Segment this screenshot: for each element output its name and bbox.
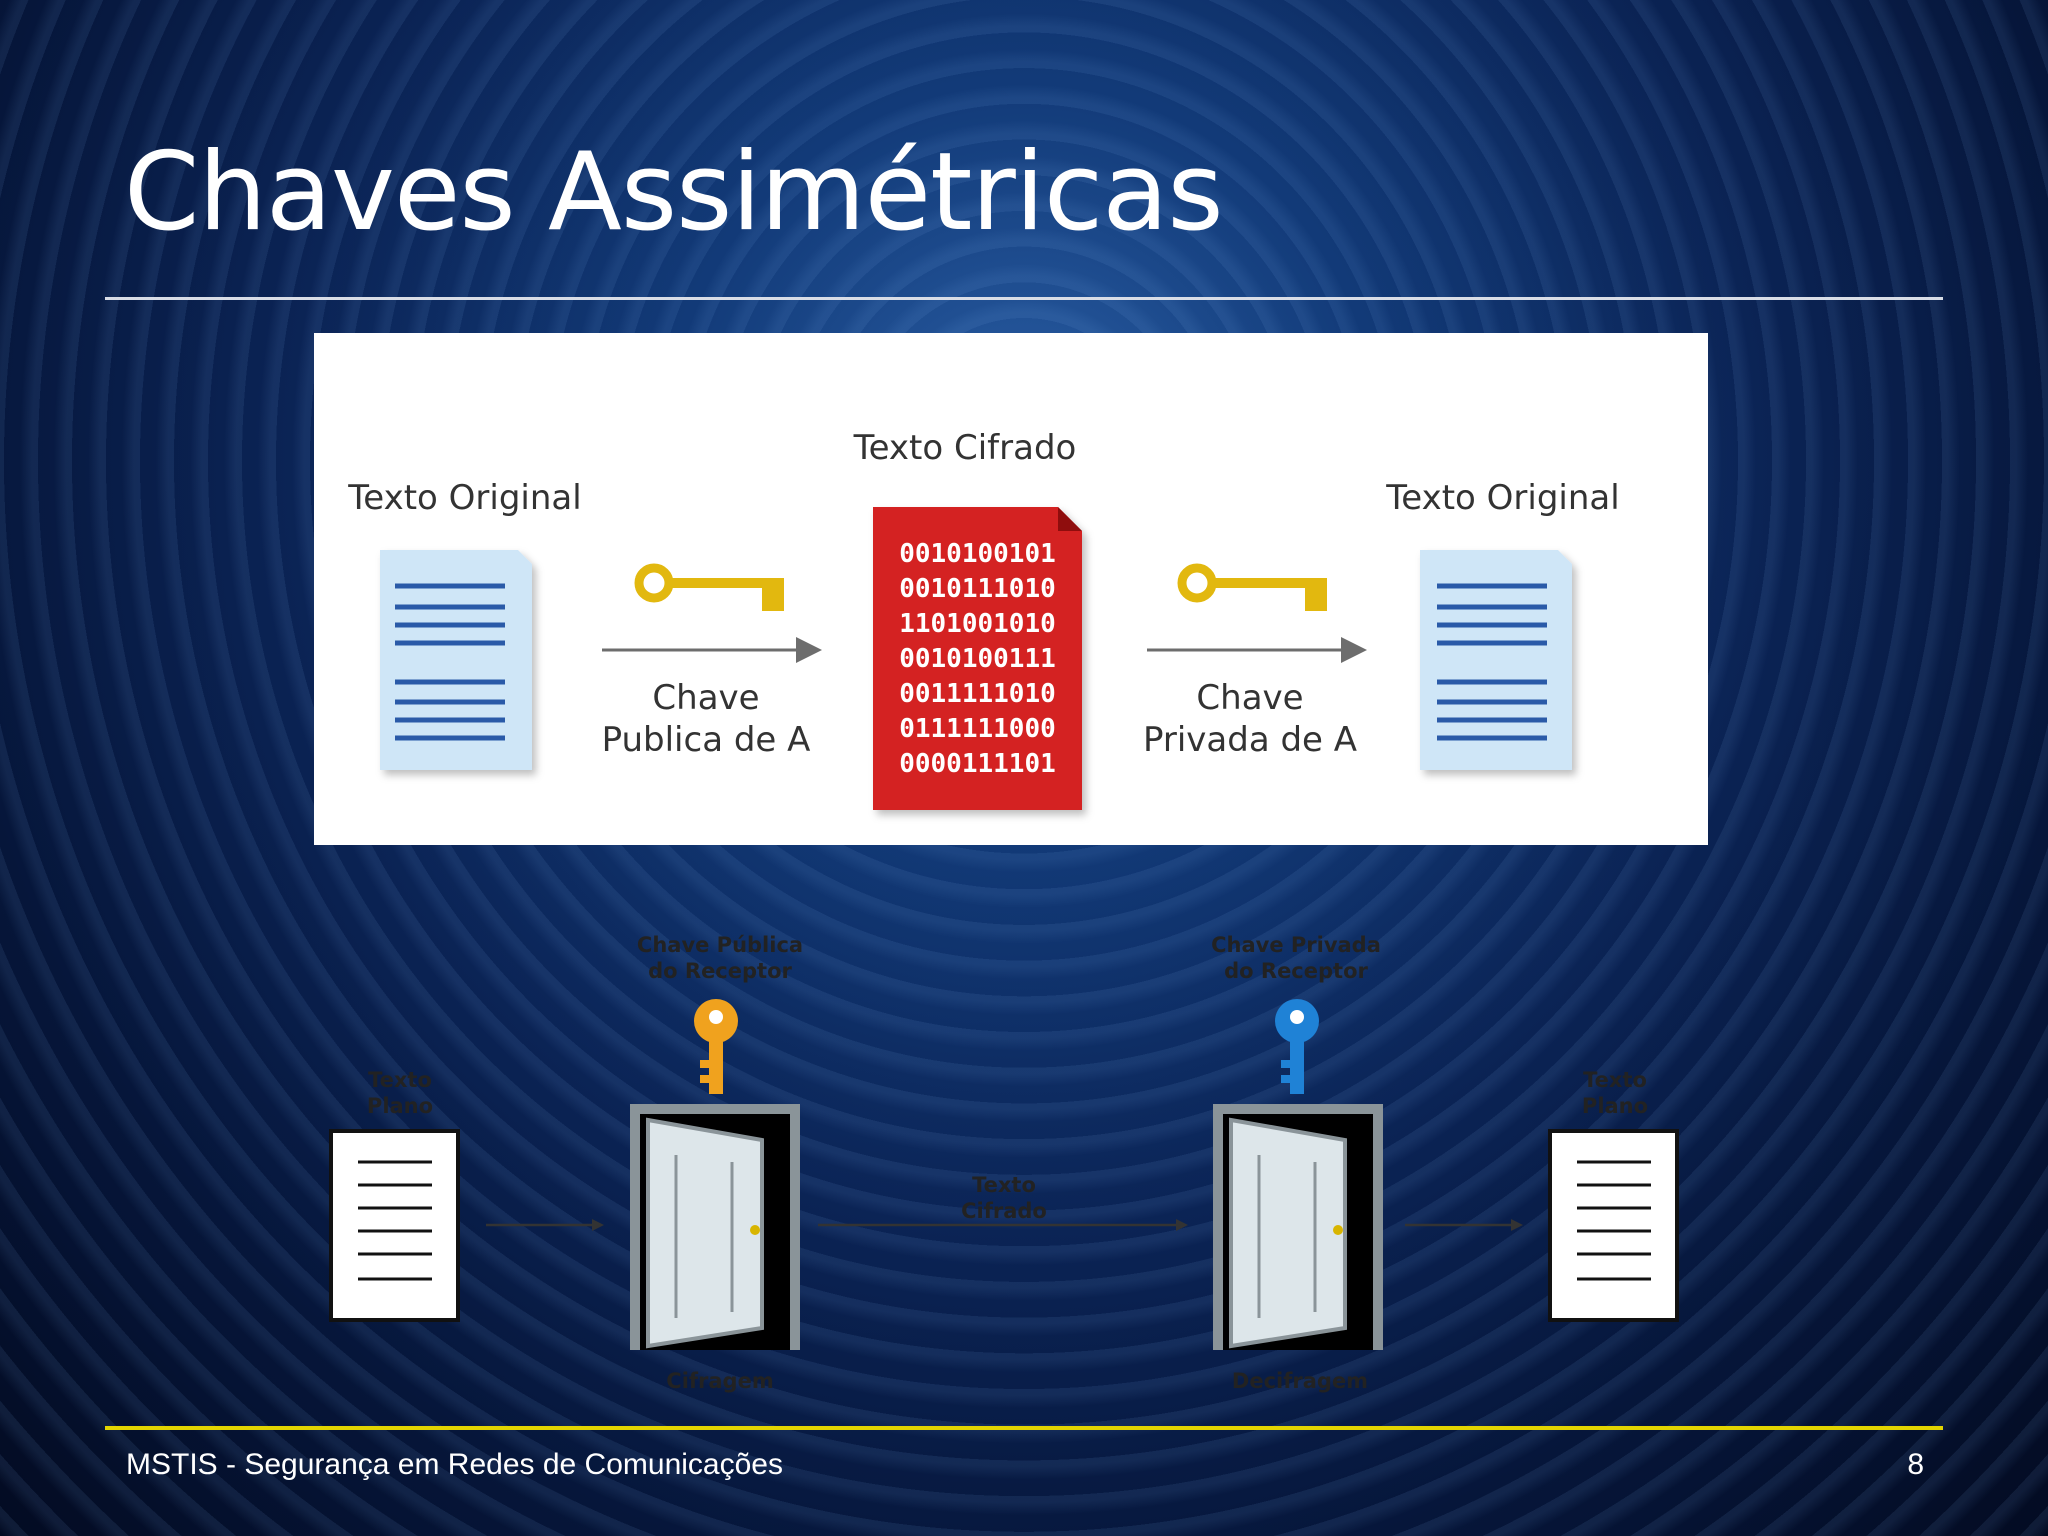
middle-cipher-label-line1: Texto bbox=[972, 1173, 1036, 1197]
cipher-binary-line: 0011111010 bbox=[899, 679, 1056, 709]
public-key-label-line1: Chave bbox=[652, 678, 760, 718]
page-number: 8 bbox=[1907, 1448, 1924, 1481]
private-key-icon bbox=[1177, 563, 1327, 611]
top-arrow-right bbox=[1147, 637, 1367, 663]
private-key-label-line1: Chave bbox=[1196, 678, 1304, 718]
middle-cipher-label-line2: Cifrado bbox=[961, 1199, 1047, 1223]
cipher-binary-text: 0010100101 0010111010 1101001010 0010100111… bbox=[880, 537, 1075, 782]
cipher-document-icon bbox=[873, 507, 1082, 810]
top-left-doc-label: Texto Original bbox=[348, 478, 582, 518]
top-arrow-left bbox=[602, 637, 822, 663]
public-key-label: Chave Publica de A bbox=[586, 677, 826, 761]
top-cipher-label: Texto Cifrado bbox=[853, 428, 1077, 468]
bottom-arrow-2 bbox=[818, 1219, 1188, 1231]
cipher-binary-line: 0010100101 bbox=[899, 539, 1056, 569]
cipher-binary-line: 0000111101 bbox=[899, 749, 1056, 779]
bottom-left-doc-label-line2: Plano bbox=[366, 1094, 434, 1118]
cipher-binary-line: 0010111010 bbox=[899, 574, 1056, 604]
encrypt-label: Cifragem bbox=[666, 1369, 774, 1393]
private-receiver-key-label-line1: Chave Privada bbox=[1211, 933, 1381, 957]
bottom-right-document-icon bbox=[1548, 1129, 1679, 1322]
private-receiver-key-label: Chave Privada do Receptor bbox=[1186, 932, 1406, 984]
bottom-left-doc-label: Texto Plano bbox=[330, 1067, 470, 1119]
public-receiver-key-icon bbox=[694, 999, 738, 1094]
cipher-binary-line: 0010100111 bbox=[899, 644, 1056, 674]
private-key-label: Chave Privada de A bbox=[1130, 677, 1370, 761]
public-receiver-key-label-line1: Chave Pública bbox=[636, 933, 804, 957]
decrypt-door-icon bbox=[1213, 1104, 1383, 1350]
left-document-icon bbox=[380, 550, 532, 770]
bottom-left-document-icon bbox=[329, 1129, 460, 1322]
encrypt-door-icon bbox=[630, 1104, 800, 1350]
private-key-label-line2: Privada de A bbox=[1142, 720, 1358, 760]
title-divider bbox=[105, 297, 1943, 300]
slide-title: Chaves Assimétricas bbox=[124, 130, 1224, 255]
private-receiver-key-icon bbox=[1275, 999, 1319, 1094]
public-key-label-line2: Publica de A bbox=[601, 720, 811, 760]
cipher-binary-line: 1101001010 bbox=[899, 609, 1056, 639]
right-document-icon bbox=[1420, 550, 1572, 770]
middle-cipher-label: Texto Cifrado bbox=[904, 1172, 1104, 1224]
bottom-right-doc-label-line1: Texto bbox=[1583, 1068, 1647, 1092]
bottom-arrow-1 bbox=[486, 1219, 604, 1231]
public-receiver-key-label-line2: do Receptor bbox=[648, 959, 792, 983]
private-receiver-key-label-line2: do Receptor bbox=[1224, 959, 1368, 983]
top-right-doc-label: Texto Original bbox=[1386, 478, 1620, 518]
bottom-left-doc-label-line1: Texto bbox=[368, 1068, 432, 1092]
decrypt-label: Decifragem bbox=[1231, 1369, 1369, 1393]
cipher-binary-line: 0111111000 bbox=[899, 714, 1056, 744]
bottom-right-doc-label-line2: Plano bbox=[1581, 1094, 1649, 1118]
bottom-arrow-3 bbox=[1405, 1219, 1523, 1231]
footer-course-text: MSTIS - Segurança em Redes de Comunicaçõ… bbox=[126, 1448, 783, 1481]
public-receiver-key-label: Chave Pública do Receptor bbox=[620, 932, 820, 984]
bottom-right-doc-label: Texto Plano bbox=[1545, 1067, 1685, 1119]
footer-divider bbox=[105, 1426, 1943, 1430]
public-key-icon bbox=[634, 563, 784, 611]
